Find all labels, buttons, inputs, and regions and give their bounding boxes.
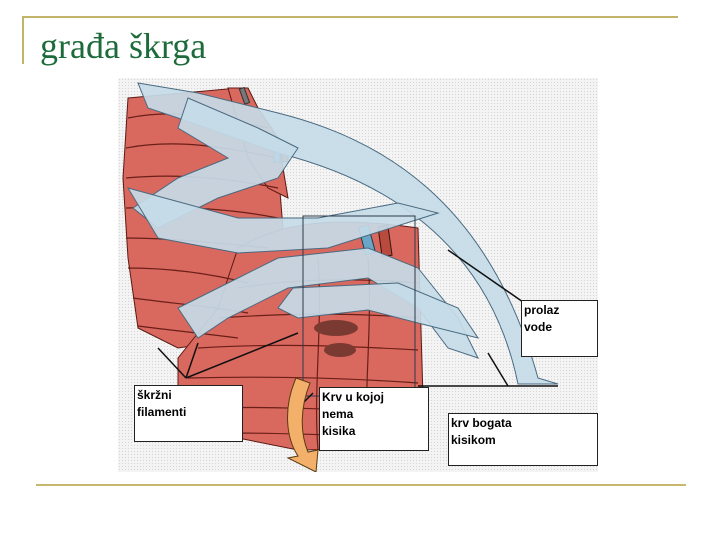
label-krv-bez-kisika: Krv u kojoj nema kisika: [319, 387, 429, 451]
label-krv-bogata-kisikom: krv bogata kisikom: [448, 413, 598, 466]
left-rule: [22, 16, 24, 64]
label-line: filamenti: [137, 405, 187, 419]
label-line: vode: [524, 320, 553, 334]
top-rule: [22, 16, 678, 18]
label-skrzni-filamenti: škržni filamenti: [134, 385, 243, 442]
bottom-rule: [36, 484, 686, 486]
label-line: prolaz: [524, 303, 560, 317]
gill-diagram: prolaz vode škržni filamenti Krv u kojoj…: [118, 78, 598, 472]
label-line: Krv u kojoj: [322, 390, 385, 404]
label-line: škržni: [137, 388, 172, 402]
label-line: nema: [322, 407, 354, 421]
label-line: krv bogata: [451, 416, 512, 430]
label-line: kisikom: [451, 433, 496, 447]
label-prolaz-vode: prolaz vode: [521, 300, 598, 357]
label-line: kisika: [322, 424, 356, 438]
slide-title: građa škrga: [40, 26, 207, 66]
